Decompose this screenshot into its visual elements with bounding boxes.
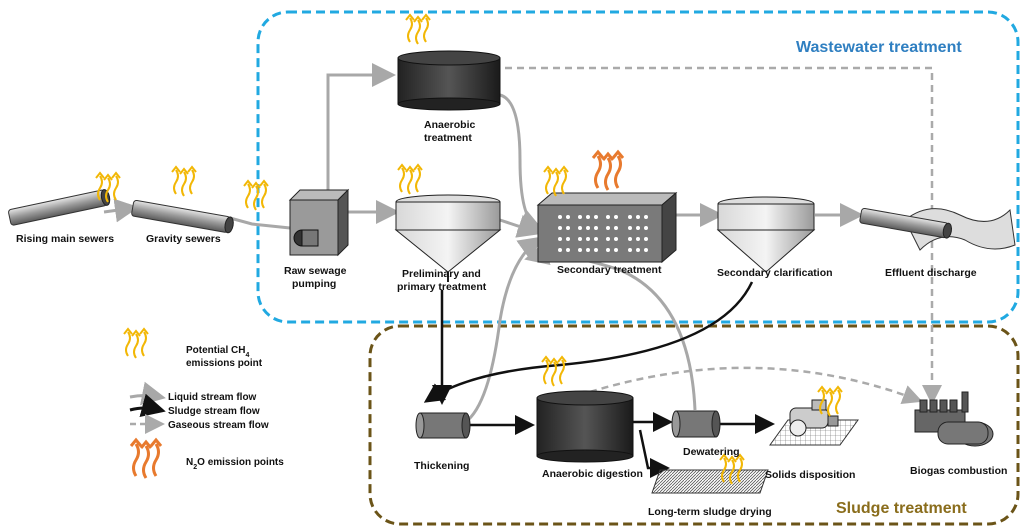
label-thickening: Thickening	[414, 460, 469, 472]
ch4-emission-icon	[817, 386, 843, 417]
secondary-clarifier-tank	[716, 196, 816, 273]
legend-n2o-label: N2O emission points	[186, 457, 284, 471]
gas-flow-lines	[505, 66, 942, 405]
solids-disposition-icon	[769, 399, 859, 446]
effluent-discharge-icon	[859, 207, 1016, 251]
legend: Potential CH4 emissions point Liquid str…	[123, 328, 284, 480]
wastewater-region-title: Wastewater treatment	[796, 39, 962, 56]
legend-sludge-line	[129, 393, 166, 417]
ch4-emission-icon	[397, 164, 423, 195]
gravity-sewer-pipe	[131, 199, 234, 234]
legend-ch4-label-2: emissions point	[186, 358, 263, 369]
label-dewatering: Dewatering	[683, 446, 740, 458]
label-preliminary-1: Preliminary and	[402, 268, 481, 280]
biogas-combustion-icon	[914, 391, 994, 447]
legend-ch4-label: Potential CH4	[186, 345, 249, 359]
sludge-flow-lines	[423, 281, 775, 478]
label-anaerobic-treatment-1: Anaerobic	[424, 119, 476, 131]
sludge-drying-bed	[651, 469, 769, 494]
raw-sewage-pump-icon	[288, 188, 350, 257]
rising-main-sewer-pipe	[8, 189, 111, 226]
label-secondary-treatment: Secondary treatment	[557, 264, 662, 276]
legend-ch4-icon	[123, 328, 149, 359]
ch4-emission-icon	[171, 166, 197, 197]
label-preliminary-2: primary treatment	[397, 281, 487, 293]
ch4-emission-icon	[543, 166, 569, 197]
ch4-emission-icon	[405, 14, 431, 45]
primary-clarifier-tank	[394, 194, 502, 282]
label-secondary-clarification: Secondary clarification	[717, 267, 833, 279]
dewatering-cylinder	[671, 410, 721, 438]
legend-liquid-label: Liquid stream flow	[168, 392, 257, 403]
label-raw-sewage-pumping-2: pumping	[292, 278, 336, 290]
label-anaerobic-treatment-2: treatment	[424, 132, 472, 144]
legend-sludge-label: Sludge stream flow	[168, 406, 260, 417]
label-anaerobic-digestion: Anaerobic digestion	[542, 468, 643, 480]
label-solids-disposition: Solids disposition	[765, 469, 855, 481]
label-effluent-discharge: Effluent discharge	[885, 267, 977, 279]
label-rising-main-sewers: Rising main sewers	[16, 233, 114, 245]
label-gravity-sewers: Gravity sewers	[146, 233, 221, 245]
label-raw-sewage-pumping-1: Raw sewage	[284, 265, 347, 277]
legend-gas-label: Gaseous stream flow	[168, 420, 269, 431]
ch4-emission-icon	[243, 180, 269, 211]
label-biogas-combustion: Biogas combustion	[910, 465, 1007, 477]
sludge-region-box	[368, 324, 1020, 526]
anaerobic-treatment-tank	[397, 50, 501, 111]
n2o-emission-icon	[591, 150, 625, 192]
thickener-cylinder	[415, 412, 471, 439]
legend-n2o-icon	[129, 438, 163, 480]
wastewater-region-box	[256, 10, 1020, 324]
sludge-region-title: Sludge treatment	[836, 500, 967, 517]
anaerobic-digester-tank	[536, 390, 634, 463]
legend-liquid-line	[129, 381, 166, 406]
ch4-emission-icon	[541, 356, 567, 387]
label-long-term-sludge-drying: Long-term sludge drying	[648, 506, 772, 518]
secondary-treatment-basin	[536, 191, 678, 264]
